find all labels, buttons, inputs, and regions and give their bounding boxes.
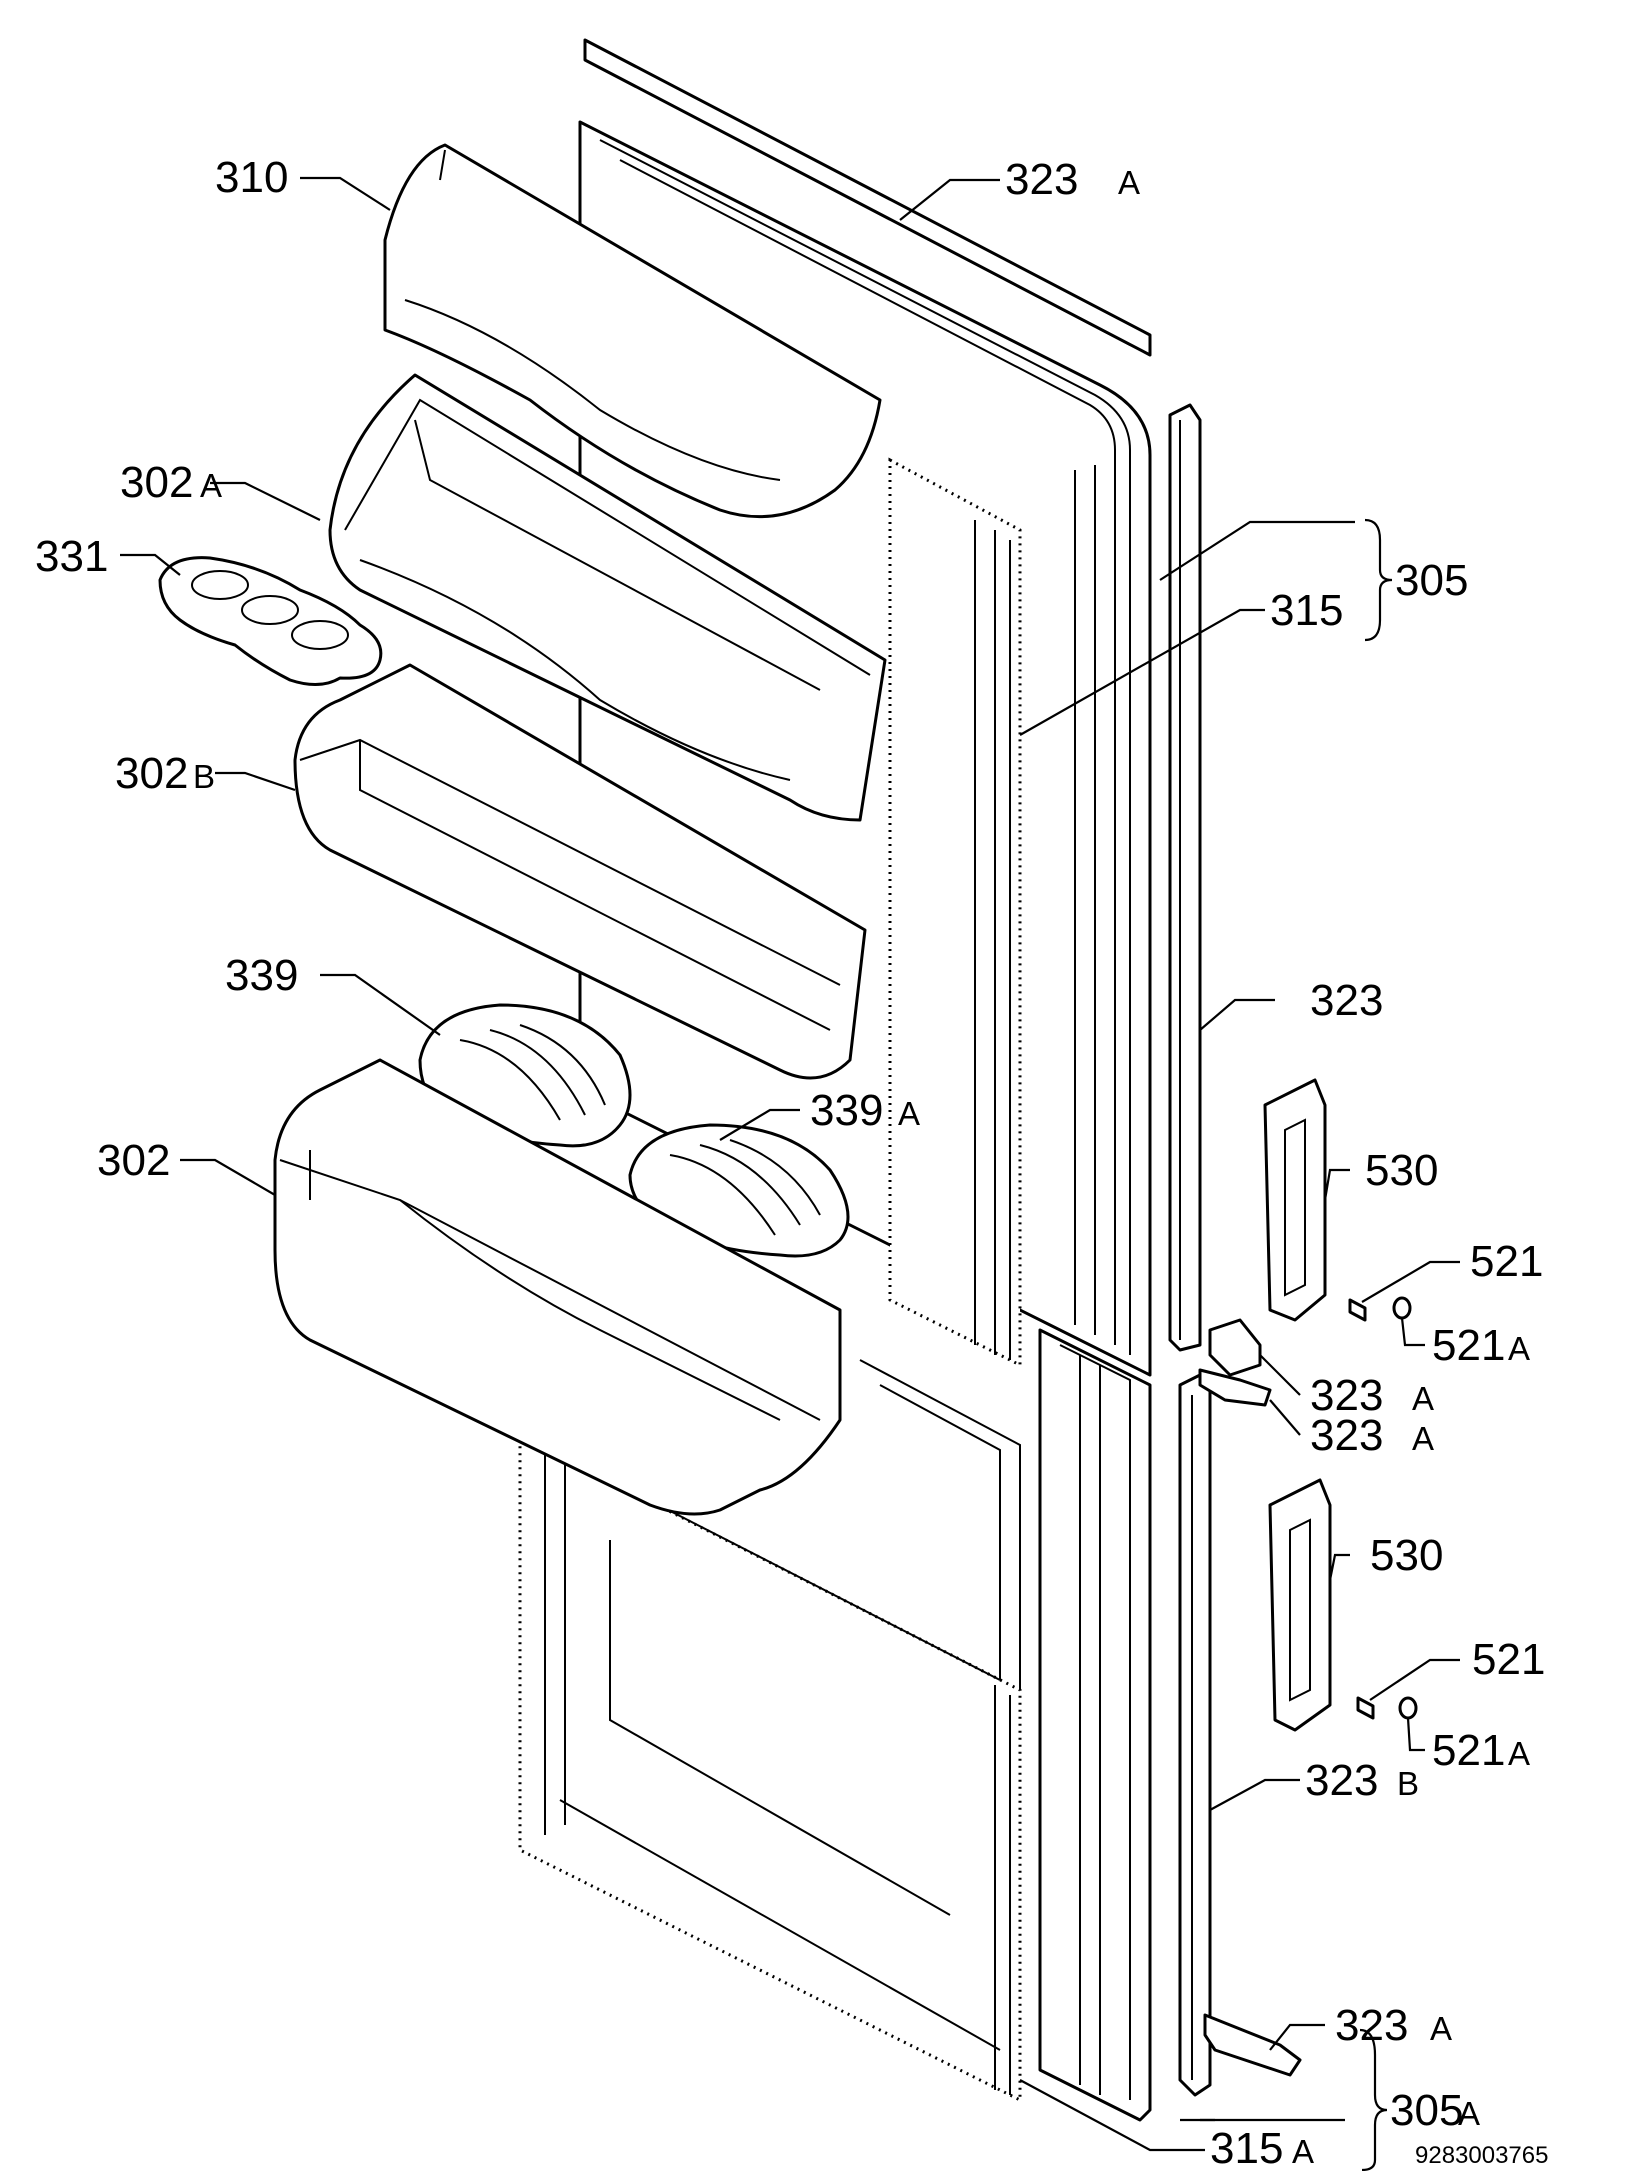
label-323A-top: 323 — [1005, 155, 1078, 204]
label-323A-mid2: 323 — [1310, 1411, 1383, 1460]
part-331-egg-tray — [158, 556, 383, 686]
brace-305 — [1364, 518, 1393, 642]
label-331: 331 — [35, 532, 108, 581]
drawing-number: 9283003765 — [1415, 2142, 1548, 2169]
part-302B-shelf — [293, 663, 867, 1080]
label-323A-mid2-suffix: A — [1412, 1420, 1434, 1457]
label-302A: 302 — [120, 458, 193, 507]
label-339A-suffix: A — [898, 1095, 920, 1132]
part-302A-shelf — [328, 373, 887, 822]
label-530-lower: 530 — [1370, 1531, 1443, 1580]
part-323A-bottom-bracket — [1203, 2013, 1302, 2077]
part-323A-middle-brackets — [1198, 1318, 1272, 1407]
label-302B-suffix: B — [193, 758, 215, 795]
part-302-shelf — [273, 1058, 842, 1516]
label-302A-suffix: A — [200, 467, 222, 504]
label-310: 310 — [215, 153, 288, 202]
part-530-lower-handle — [1268, 1478, 1332, 1732]
part-521-lower-screw — [1356, 1696, 1375, 1720]
part-323-hinge-rail — [1168, 403, 1202, 1352]
label-323B-suffix: B — [1397, 1765, 1419, 1802]
label-302B: 302 — [115, 749, 188, 798]
part-530-upper-handle — [1263, 1078, 1327, 1322]
part-310-cover — [383, 143, 882, 519]
label-315A-suffix: A — [1292, 2133, 1314, 2170]
label-323A-mid1-suffix: A — [1412, 1380, 1434, 1417]
part-521A-lower-washer — [1398, 1696, 1418, 1720]
label-323A-bottom: 323 — [1335, 2001, 1408, 2050]
upper-door-gasket — [888, 457, 1022, 1368]
label-315A: 315 — [1210, 2124, 1283, 2171]
label-521A-upper-suffix: A — [1508, 1330, 1530, 1367]
label-521-lower: 521 — [1472, 1635, 1545, 1684]
label-339A: 339 — [810, 1086, 883, 1135]
label-305A: 305 — [1390, 2086, 1463, 2135]
label-305: 305 — [1395, 556, 1468, 605]
label-315: 315 — [1270, 586, 1343, 635]
label-521-upper: 521 — [1470, 1237, 1543, 1286]
label-521A-upper: 521 — [1432, 1321, 1505, 1370]
label-521A-lower: 521 — [1432, 1726, 1505, 1775]
part-521A-upper-washer — [1392, 1296, 1412, 1320]
leader-lines — [120, 176, 1460, 2152]
label-323A-top-suffix: A — [1118, 164, 1140, 201]
label-521A-lower-suffix: A — [1508, 1735, 1530, 1772]
label-302: 302 — [97, 1136, 170, 1185]
label-530-upper: 530 — [1365, 1146, 1438, 1195]
label-323A-bottom-suffix: A — [1430, 2010, 1452, 2047]
label-305A-suffix: A — [1458, 2095, 1480, 2132]
label-339: 339 — [225, 951, 298, 1000]
label-323A-mid1: 323 — [1310, 1371, 1383, 1420]
lower-door-frame — [1038, 1328, 1152, 2122]
label-323: 323 — [1310, 976, 1383, 1025]
part-521-upper-screw — [1348, 1298, 1367, 1322]
top-trim-strip — [583, 38, 1152, 357]
part-labels: 310 323 A 302 A 331 305 315 302 B 339 32… — [35, 153, 1548, 2171]
label-323B: 323 — [1305, 1756, 1378, 1805]
part-323B-hinge-rail — [1178, 1373, 1212, 2097]
brace-305A — [1359, 2028, 1388, 2171]
